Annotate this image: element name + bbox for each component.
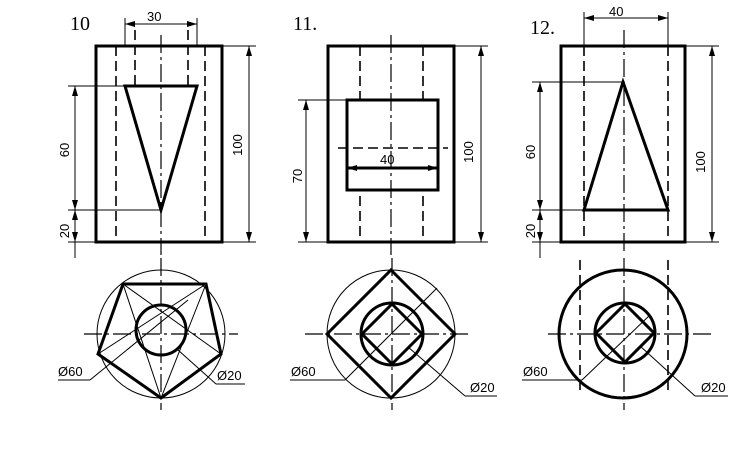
- figure-12-number: 12.: [530, 17, 555, 39]
- figure-12-dim-right: 100: [685, 45, 719, 243]
- figure-10: 10 30: [57, 9, 256, 410]
- figure-10-number: 10: [70, 13, 90, 35]
- figure-11-dim-inner-width: 40: [347, 152, 438, 171]
- figure-10-outline: [94, 44, 224, 244]
- figure-11-dim-70: 70: [290, 169, 305, 183]
- figure-10-front-view: [94, 30, 224, 255]
- figure-12: 12. 40 60 20: [522, 4, 728, 410]
- figure-12-front-view: [559, 30, 687, 255]
- figure-10-pentagon: [96, 282, 223, 400]
- figure-11-square-cut: [345, 98, 440, 192]
- figure-10-callout-outer: Ø60: [58, 364, 83, 379]
- figure-11-front-view: [326, 35, 456, 255]
- figure-10-top-view: [84, 258, 238, 410]
- figure-11-dim-100: 100: [461, 141, 476, 163]
- figure-10-dim-left: 60 20: [57, 85, 161, 258]
- figure-12-callout-outer: Ø60: [523, 364, 548, 379]
- figure-12-callouts: Ø60 Ø20: [522, 314, 728, 397]
- figure-12-triangle-cut: [581, 77, 671, 212]
- figure-12-inner-circle: [593, 301, 657, 365]
- figure-10-dim-100: 100: [230, 134, 245, 156]
- figure-11-dim-right: 100: [454, 45, 488, 243]
- figure-10-dim-right: 100: [222, 45, 256, 243]
- figure-12-dim-40: 40: [609, 4, 623, 19]
- figure-12-dim-left: 60 20: [523, 81, 623, 258]
- figure-10-dim-60: 60: [57, 143, 72, 157]
- figure-10-callout-inner: Ø20: [217, 368, 242, 383]
- figure-10-dim-20: 20: [57, 224, 72, 238]
- figure-12-dim-60: 60: [523, 145, 538, 159]
- figure-11-top-view: [305, 258, 470, 410]
- figure-11-outer-diamond: [324, 267, 458, 401]
- figure-11-callout-outer: Ø60: [291, 364, 316, 379]
- figure-12-outline: [559, 44, 687, 244]
- figure-12-dim-top-width: 40: [583, 4, 669, 46]
- figure-10-callouts: Ø60 Ø20: [58, 299, 245, 385]
- figure-11-callout-inner: Ø20: [470, 380, 495, 395]
- figure-11-callouts: Ø60 Ø20: [290, 346, 497, 397]
- figure-11-dim-40: 40: [380, 152, 394, 167]
- figure-11: 11. 40 70: [290, 13, 497, 410]
- figure-12-dim-20: 20: [523, 224, 538, 238]
- figure-11-inner-diamond: [359, 301, 425, 367]
- figure-10-dim-30: 30: [147, 9, 161, 24]
- figure-10-dim-top-width: 30: [124, 9, 198, 46]
- figure-12-callout-inner: Ø20: [701, 380, 726, 395]
- figure-12-dim-100: 100: [693, 151, 708, 173]
- figure-11-number: 11.: [293, 13, 317, 35]
- figure-11-dim-left: 70: [290, 99, 347, 243]
- figure-12-inner-diamond: [593, 301, 657, 365]
